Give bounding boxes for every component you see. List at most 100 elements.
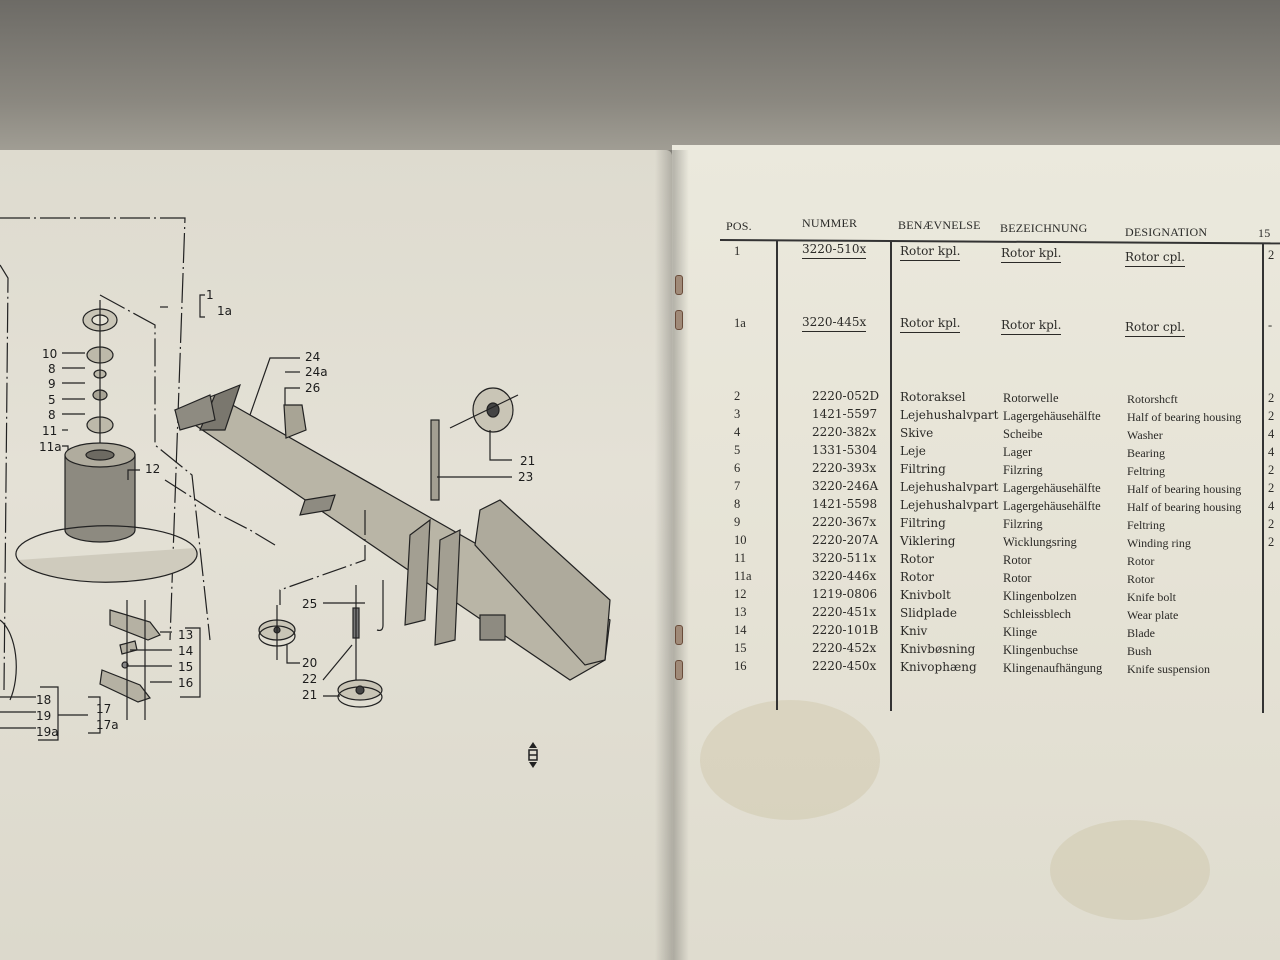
cell-benaevnelse: Skive	[900, 426, 934, 440]
cell-qty: 2	[1268, 409, 1275, 423]
cell-designation: Washer	[1127, 428, 1163, 442]
callout-18: 18	[36, 693, 52, 707]
callout-11: 11	[42, 424, 58, 438]
cell-nummer: 3220-510x	[802, 242, 867, 259]
cell-bezeichnung: Rotor kpl.	[1001, 318, 1062, 335]
callout-8-lower: 8	[48, 408, 56, 422]
cell-designation: Knife bolt	[1127, 590, 1176, 604]
cell-nummer: 1421-5597	[812, 407, 878, 421]
column-divider-nummer	[890, 241, 892, 711]
cell-nummer: 1219-0806	[812, 587, 878, 601]
cell-benaevnelse: Rotor	[900, 570, 935, 584]
cell-benaevnelse: Lejehushalvpart	[900, 498, 999, 512]
cell-benaevnelse: Slidplade	[900, 606, 958, 620]
cell-benaevnelse: Leje	[900, 444, 926, 458]
callout-20: 20	[302, 656, 318, 670]
callout-22: 22	[302, 672, 318, 686]
cell-nummer: 3220-446x	[812, 569, 877, 583]
cell-benaevnelse: Knivbøsning	[900, 642, 976, 656]
callout-26: 26	[305, 381, 321, 395]
cell-designation: Bearing	[1127, 446, 1165, 460]
cell-bezeichnung: Klingenaufhängung	[1003, 661, 1103, 675]
header-designation: DESIGNATION	[1125, 225, 1208, 239]
callout-1: 1	[206, 288, 214, 302]
cell-nummer: 3220-445x	[802, 315, 867, 332]
cell-nummer: 1331-5304	[812, 443, 878, 457]
cell-nummer: 1421-5598	[812, 497, 878, 511]
cell-pos: 6	[734, 461, 741, 475]
cell-bezeichnung: Rotor	[1003, 553, 1032, 567]
cell-nummer: 3220-246A	[812, 479, 879, 493]
page-stain	[1050, 820, 1210, 920]
callout-25: 25	[302, 597, 318, 611]
publisher-logo-icon	[528, 742, 538, 768]
cell-designation: Knife suspension	[1127, 662, 1210, 676]
cell-pos: 2	[734, 389, 741, 403]
header-bezeichnung: BEZEICHNUNG	[1000, 221, 1088, 235]
callout-21-top: 21	[520, 454, 536, 468]
cell-qty: 2	[1268, 248, 1275, 262]
cell-qty: 4	[1268, 445, 1275, 459]
exploded-parts-diagram: 1 1a 10 8 9 5 8 11 11a 12 24 24a 26 21 2…	[0, 150, 660, 850]
callout-24a: 24a	[305, 365, 328, 379]
cell-qty: 2	[1268, 391, 1275, 405]
column-divider-pos	[776, 240, 778, 710]
cell-pos: 7	[734, 479, 741, 493]
callout-11a: 11a	[39, 440, 62, 454]
background-surface	[0, 0, 1280, 170]
callout-8-upper: 8	[48, 362, 56, 376]
cell-designation: Rotorshcft	[1127, 392, 1178, 406]
cell-bezeichnung: Lagergehäusehälfte	[1003, 499, 1101, 513]
cell-bezeichnung: Filzring	[1003, 517, 1043, 531]
cell-pos: 4	[734, 425, 741, 439]
cell-benaevnelse: Rotor kpl.	[900, 244, 961, 261]
cell-designation: Half of bearing housing	[1127, 482, 1242, 496]
cell-benaevnelse: Filtring	[900, 462, 946, 476]
cell-pos: 13	[734, 605, 747, 619]
header-nummer: NUMMER	[802, 216, 858, 230]
cell-pos: 3	[734, 407, 741, 421]
cell-designation: Bush	[1127, 644, 1152, 658]
callout-13: 13	[178, 628, 194, 642]
cell-benaevnelse: Rotor kpl.	[900, 316, 961, 333]
callout-5: 5	[48, 393, 56, 407]
cell-benaevnelse: Viklering	[900, 534, 956, 548]
cell-pos: 12	[734, 587, 747, 601]
cell-designation: Rotor cpl.	[1125, 250, 1185, 267]
cell-designation: Blade	[1127, 626, 1155, 640]
callout-24: 24	[305, 350, 321, 364]
cell-nummer: 2220-452x	[812, 641, 877, 655]
staple-upper	[675, 310, 683, 330]
cell-nummer: 2220-367x	[812, 515, 877, 529]
cell-qty: 2	[1268, 481, 1275, 495]
cell-pos: 16	[734, 659, 747, 673]
cell-nummer: 2220-052D	[812, 389, 880, 403]
callout-14: 14	[178, 644, 194, 658]
cell-designation: Rotor	[1127, 554, 1155, 568]
cell-benaevnelse: Kniv	[900, 624, 928, 638]
diagram-drawing	[0, 217, 611, 741]
cell-qty: 2	[1268, 517, 1275, 531]
column-divider-qty	[1262, 243, 1264, 713]
callout-17a: 17a	[96, 718, 119, 732]
cell-bezeichnung: Rotorwelle	[1003, 391, 1059, 405]
cell-benaevnelse: Rotoraksel	[900, 390, 966, 404]
cell-pos: 11a	[734, 569, 752, 583]
cell-nummer: 2220-393x	[812, 461, 877, 475]
callout-12: 12	[145, 462, 161, 476]
callout-15: 15	[178, 660, 194, 674]
cell-pos: 10	[734, 533, 747, 547]
cell-designation: Rotor	[1127, 572, 1155, 586]
callout-17: 17	[96, 702, 112, 716]
cell-bezeichnung: Lager	[1003, 445, 1033, 459]
cell-bezeichnung: Scheibe	[1003, 427, 1043, 441]
callout-16: 16	[178, 676, 194, 690]
cell-designation: Rotor cpl.	[1125, 320, 1185, 337]
cell-pos: 15	[734, 641, 747, 655]
cell-bezeichnung: Wicklungsring	[1003, 535, 1077, 549]
staple-bottom	[675, 660, 683, 680]
cell-qty: 2	[1268, 463, 1275, 477]
cell-nummer: 2220-207A	[812, 533, 879, 547]
header-quantity: 15	[1258, 226, 1271, 240]
callout-19: 19	[36, 709, 52, 723]
